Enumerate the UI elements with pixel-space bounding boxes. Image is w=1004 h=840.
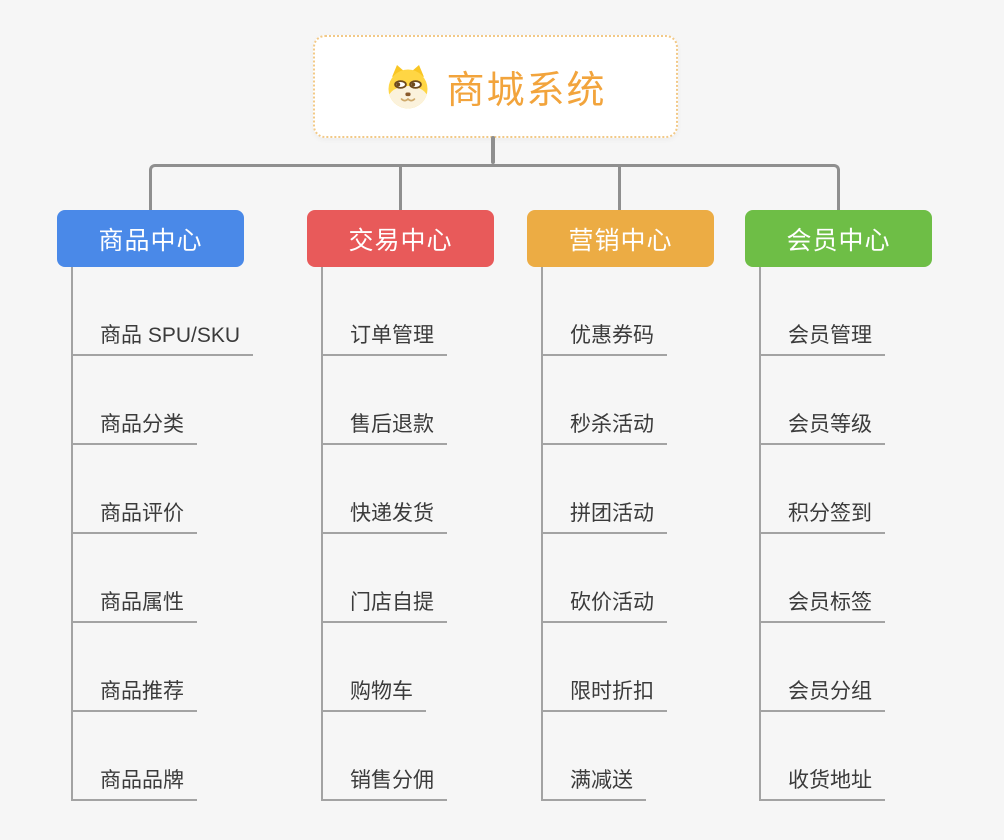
branch-node-label: 交易中心 (348, 226, 453, 255)
connector-root-stub (491, 136, 495, 164)
child-node-label: 快递发货 (350, 502, 434, 525)
child-node-label: 商品分类 (100, 413, 184, 436)
branch-node-label: 商品中心 (98, 226, 203, 255)
child-node-label: 销售分佣 (350, 769, 434, 792)
child-node-label: 收货地址 (788, 769, 872, 792)
branch-node-marketing-center[interactable]: 营销中心 (527, 210, 714, 267)
child-node-marketing-center-4[interactable]: 限时折扣 (541, 676, 667, 712)
branch-trunk-line (759, 267, 761, 801)
child-node-label: 售后退款 (350, 413, 434, 436)
child-node-product-center-0[interactable]: 商品 SPU/SKU (71, 320, 254, 356)
child-node-trade-center-5[interactable]: 销售分佣 (321, 765, 447, 801)
child-node-label: 限时折扣 (570, 680, 654, 703)
child-node-label: 秒杀活动 (570, 413, 654, 436)
branch-node-product-center[interactable]: 商品中心 (57, 210, 244, 267)
child-node-marketing-center-1[interactable]: 秒杀活动 (541, 409, 667, 445)
child-node-trade-center-0[interactable]: 订单管理 (321, 320, 447, 356)
branch-marketing-center: 营销中心优惠券码秒杀活动拼团活动砍价活动限时折扣满减送 (527, 210, 714, 820)
child-node-label: 砍价活动 (570, 591, 654, 614)
child-node-product-center-5[interactable]: 商品品牌 (71, 765, 197, 801)
child-node-label: 商品评价 (100, 502, 184, 525)
child-node-label: 商品属性 (100, 591, 184, 614)
connector-bus (149, 164, 840, 210)
child-node-label: 商品推荐 (100, 680, 184, 703)
child-node-marketing-center-5[interactable]: 满减送 (541, 765, 646, 801)
child-node-label: 会员管理 (788, 324, 872, 347)
child-node-label: 购物车 (350, 680, 413, 703)
child-node-product-center-4[interactable]: 商品推荐 (71, 676, 197, 712)
dog-face-icon (388, 64, 428, 108)
child-node-label: 门店自提 (350, 591, 434, 614)
child-node-label: 商品 SPU/SKU (100, 324, 241, 347)
child-node-member-center-3[interactable]: 会员标签 (759, 587, 885, 623)
child-node-label: 拼团活动 (570, 502, 654, 525)
root-node-title: 商城系统 (446, 70, 607, 112)
branch-member-center: 会员中心会员管理会员等级积分签到会员标签会员分组收货地址 (745, 210, 932, 820)
child-node-label: 会员等级 (788, 413, 872, 436)
branch-trunk-line (71, 267, 73, 801)
child-node-label: 积分签到 (788, 502, 872, 525)
child-node-trade-center-4[interactable]: 购物车 (321, 676, 426, 712)
child-node-product-center-2[interactable]: 商品评价 (71, 498, 197, 534)
branch-node-label: 会员中心 (786, 226, 891, 255)
child-node-label: 会员标签 (788, 591, 872, 614)
child-node-member-center-1[interactable]: 会员等级 (759, 409, 885, 445)
child-node-member-center-0[interactable]: 会员管理 (759, 320, 885, 356)
root-node-mall-system[interactable]: 商城系统 (313, 35, 678, 138)
child-node-label: 优惠券码 (570, 324, 654, 347)
child-node-trade-center-2[interactable]: 快递发货 (321, 498, 447, 534)
child-node-marketing-center-3[interactable]: 砍价活动 (541, 587, 667, 623)
child-node-member-center-2[interactable]: 积分签到 (759, 498, 885, 534)
branch-trunk-line (321, 267, 323, 801)
child-node-trade-center-1[interactable]: 售后退款 (321, 409, 447, 445)
branch-trade-center: 交易中心订单管理售后退款快递发货门店自提购物车销售分佣 (307, 210, 494, 820)
branch-trunk-line (541, 267, 543, 801)
branch-product-center: 商品中心商品 SPU/SKU 商品分类商品评价商品属性商品推荐商品品牌 (57, 210, 254, 820)
branch-node-trade-center[interactable]: 交易中心 (307, 210, 494, 267)
child-node-label: 满减送 (570, 769, 633, 792)
child-node-label: 订单管理 (350, 324, 434, 347)
connector-drop-trade (399, 167, 402, 210)
child-node-label: 会员分组 (788, 680, 872, 703)
branch-node-member-center[interactable]: 会员中心 (745, 210, 932, 267)
child-node-marketing-center-2[interactable]: 拼团活动 (541, 498, 667, 534)
child-node-product-center-3[interactable]: 商品属性 (71, 587, 197, 623)
child-node-member-center-5[interactable]: 收货地址 (759, 765, 885, 801)
child-node-label: 商品品牌 (100, 769, 184, 792)
child-node-marketing-center-0[interactable]: 优惠券码 (541, 320, 667, 356)
child-node-product-center-1[interactable]: 商品分类 (71, 409, 197, 445)
branch-node-label: 营销中心 (568, 226, 673, 255)
child-node-member-center-4[interactable]: 会员分组 (759, 676, 885, 712)
child-node-trade-center-3[interactable]: 门店自提 (321, 587, 447, 623)
connector-drop-marketing (618, 167, 621, 210)
